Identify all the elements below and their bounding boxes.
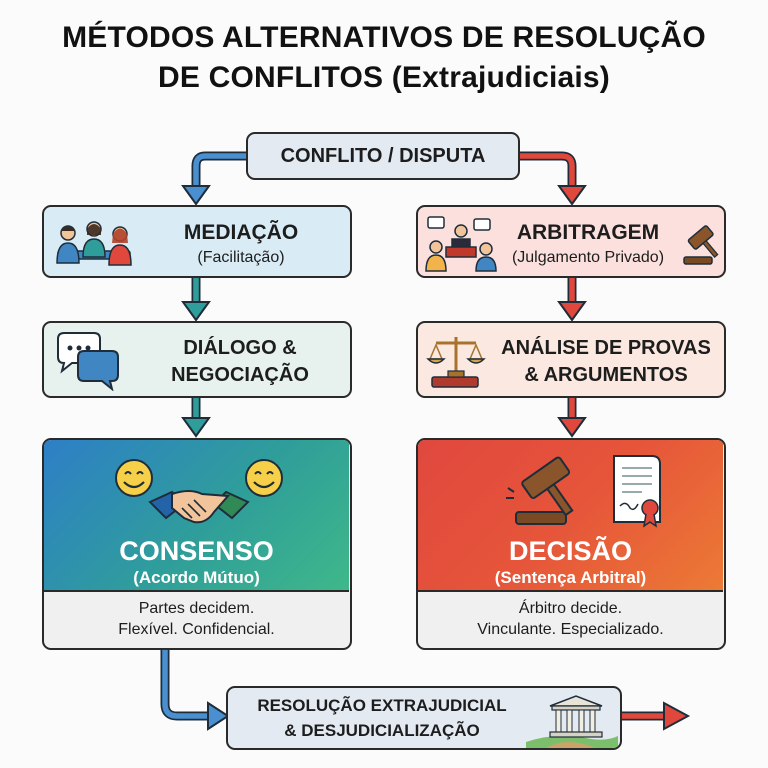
consensus-description: Partes decidem. Flexível. Confidencial. (44, 598, 349, 640)
consensus-box: CONSENSO (Acordo Mútuo) Partes decidem. … (42, 438, 352, 650)
consensus-desc-line-2: Flexível. Confidencial. (118, 621, 275, 638)
result-box: RESOLUÇÃO EXTRAJUDICIAL & DESJUDICIALIZA… (226, 686, 622, 750)
handshake-icon (115, 459, 283, 524)
gavel-icon (683, 225, 719, 265)
dialogue-line-2: NEGOCIAÇÃO (171, 364, 309, 386)
result-line-1: RESOLUÇÃO EXTRAJUDICIAL (257, 696, 507, 715)
conflict-label: CONFLITO / DISPUTA (280, 144, 486, 167)
arrow-arbitration-to-analysis (557, 278, 587, 322)
arrow-conflict-to-mediation (191, 151, 253, 193)
mediation-title: MEDIAÇÃO (183, 221, 299, 244)
decision-title: DECISÃO (508, 536, 633, 566)
decision-description: Árbitro decide. Vinculante. Especializad… (418, 598, 723, 640)
arbitration-subtitle: (Julgamento Privado) (511, 249, 665, 266)
arrow-result-out (620, 701, 691, 731)
arbitration-box: ARBITRAGEM (Julgamento Privado) (416, 205, 726, 278)
certificate-icon (613, 455, 661, 528)
arbitration-title: ARBITRAGEM (516, 221, 660, 244)
arrow-analysis-to-decision (557, 398, 587, 438)
courthouse-icon (526, 695, 618, 748)
title-line-1: MÉTODOS ALTERNATIVOS DE RESOLUÇÃO (62, 21, 706, 54)
decision-desc-line-2: Vinculante. Especializado. (477, 621, 664, 638)
result-line-2: & DESJUDICIALIZAÇÃO (284, 721, 480, 740)
arrow-consensus-to-result (160, 650, 230, 731)
analysis-line-2: & ARGUMENTOS (524, 364, 688, 386)
diagram-title: MÉTODOS ALTERNATIVOS DE RESOLUÇÃO DE CON… (0, 18, 768, 98)
decision-box: DECISÃO (Sentença Arbitral) Árbitro deci… (416, 438, 726, 650)
decision-desc-line-1: Árbitro decide. (518, 600, 623, 617)
conflict-box: CONFLITO / DISPUTA (246, 132, 520, 180)
arbitrator-panel-icon (425, 216, 497, 272)
consensus-desc-line-1: Partes decidem. (138, 600, 255, 617)
arrow-conflict-to-arbitration (515, 151, 577, 193)
analysis-box: ANÁLISE DE PROVAS & ARGUMENTOS (416, 321, 726, 398)
arrow-mediation-to-dialogue (181, 278, 211, 322)
gavel-icon (506, 456, 574, 525)
dialogue-line-1: DIÁLOGO & (183, 337, 297, 359)
dialogue-box: DIÁLOGO & NEGOCIAÇÃO (42, 321, 352, 398)
mediation-subtitle: (Facilitação) (197, 249, 285, 266)
speech-bubbles-icon (57, 332, 119, 391)
title-line-2: DE CONFLITOS (Extrajudiciais) (158, 61, 610, 94)
people-meeting-icon (56, 221, 132, 266)
arrow-dialogue-to-consensus (181, 398, 211, 438)
analysis-line-1: ANÁLISE DE PROVAS (501, 337, 711, 359)
scales-of-justice-icon (426, 337, 486, 388)
consensus-subtitle: (Acordo Mútuo) (133, 568, 260, 587)
consensus-title: CONSENSO (119, 536, 274, 566)
decision-subtitle: (Sentença Arbitral) (494, 568, 647, 587)
mediation-box: MEDIAÇÃO (Facilitação) (42, 205, 352, 278)
